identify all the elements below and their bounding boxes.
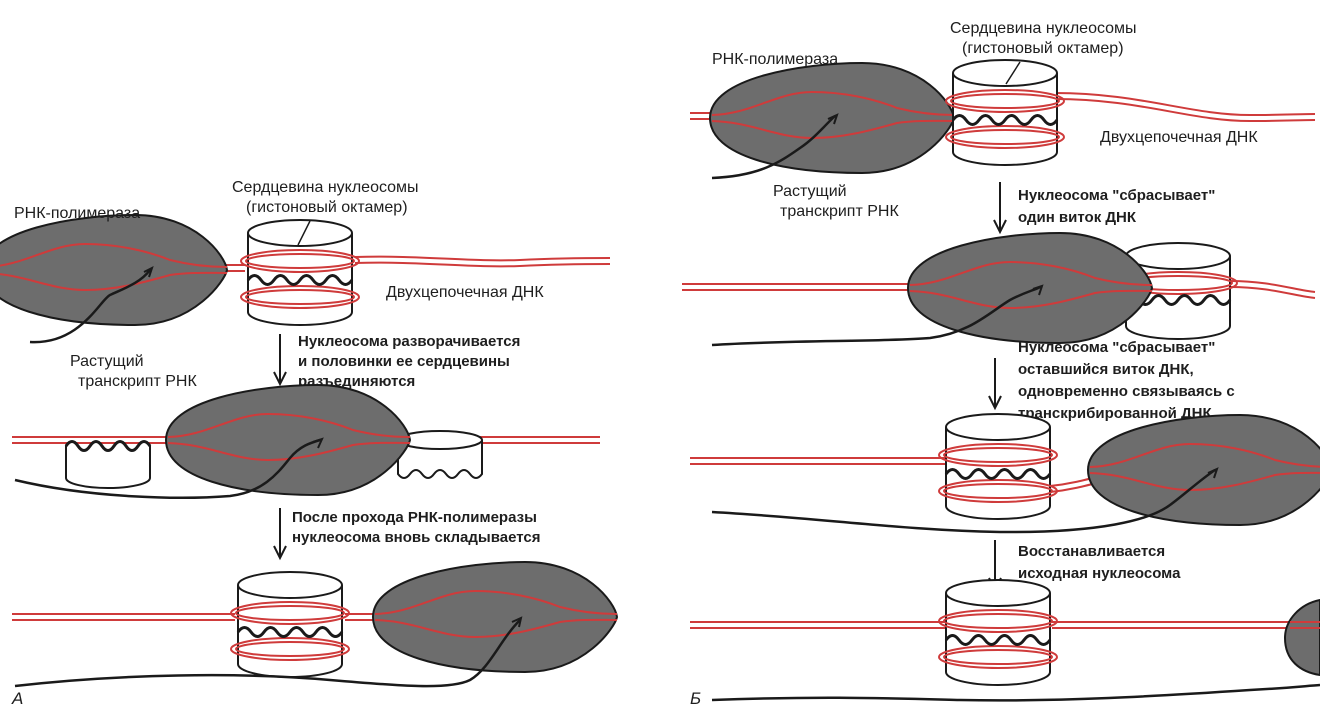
nucleosome-core <box>939 580 1057 685</box>
label-core-line2: (гистоновый октамер) <box>246 199 408 216</box>
label-core-line1: Сердцевина нуклеосомы <box>950 20 1137 37</box>
label-polymerase: РНК-полимераза <box>14 205 140 222</box>
arrow-step-b2 <box>989 358 1001 408</box>
step-a1-line2: и половинки ее сердцевины <box>298 353 510 370</box>
nucleosome-core <box>241 220 359 325</box>
panel-a: РНК-полимераза Сердцевина нуклеосомы (ги… <box>0 179 617 708</box>
step-b1-line2: один виток ДНК <box>1018 209 1137 226</box>
rna-polymerase <box>373 562 617 672</box>
rna-polymerase <box>1088 415 1320 525</box>
step-b2-line2: оставшийся виток ДНК, <box>1018 361 1194 378</box>
label-polymerase: РНК-полимераза <box>712 51 838 68</box>
panel-b-stage-2 <box>682 233 1315 345</box>
octamer-half-left <box>66 442 150 489</box>
rna-polymerase <box>166 385 410 495</box>
step-b2-line1: Нуклеосома "сбрасывает" <box>1018 339 1215 356</box>
label-dna: Двухцепочечная ДНК <box>1100 129 1258 146</box>
panel-b-stage-4 <box>690 580 1320 700</box>
rna-polymerase-edge <box>1285 600 1320 675</box>
step-b1-line1: Нуклеосома "сбрасывает" <box>1018 187 1215 204</box>
label-core-line2: (гистоновый октамер) <box>962 40 1124 57</box>
panel-b-stage-1 <box>690 60 1315 178</box>
rna-polymerase <box>0 215 227 325</box>
nucleosome-core <box>946 60 1064 165</box>
step-b3-line2: исходная нуклеосома <box>1018 565 1181 582</box>
rna-polymerase <box>908 233 1152 343</box>
step-b3-line1: Восстанавливается <box>1018 543 1165 560</box>
panel-a-stage-1 <box>0 215 610 342</box>
panel-b: РНК-полимераза Сердцевина нуклеосомы (ги… <box>682 20 1320 708</box>
step-a1-line1: Нуклеосома разворачивается <box>298 333 520 350</box>
step-b2-line3: одновременно связываясь с <box>1018 383 1235 400</box>
arrow-step-a2 <box>274 508 286 558</box>
label-dna: Двухцепочечная ДНК <box>386 284 544 301</box>
panel-b-stage-3 <box>690 414 1320 532</box>
rna-transcript <box>712 685 1320 700</box>
nucleosome-core <box>939 414 1057 519</box>
panel-a-stage-2 <box>12 385 600 498</box>
panel-b-label: Б <box>690 689 701 708</box>
label-core-line1: Сердцевина нуклеосомы <box>232 179 419 196</box>
step-a2-line2: нуклеосома вновь складывается <box>292 529 541 546</box>
nucleosome-core <box>231 572 349 677</box>
label-transcript-line2: транскрипт РНК <box>78 373 197 390</box>
arrow-step-a1 <box>274 334 286 384</box>
panel-a-label: А <box>11 689 23 708</box>
label-transcript-line1: Растущий <box>70 353 144 370</box>
panel-a-stage-3 <box>12 562 617 686</box>
label-transcript-line2: транскрипт РНК <box>780 203 899 220</box>
step-a2-line1: После прохода РНК-полимеразы <box>292 509 537 526</box>
label-transcript-line1: Растущий <box>773 183 847 200</box>
arrow-step-b1 <box>994 182 1006 232</box>
